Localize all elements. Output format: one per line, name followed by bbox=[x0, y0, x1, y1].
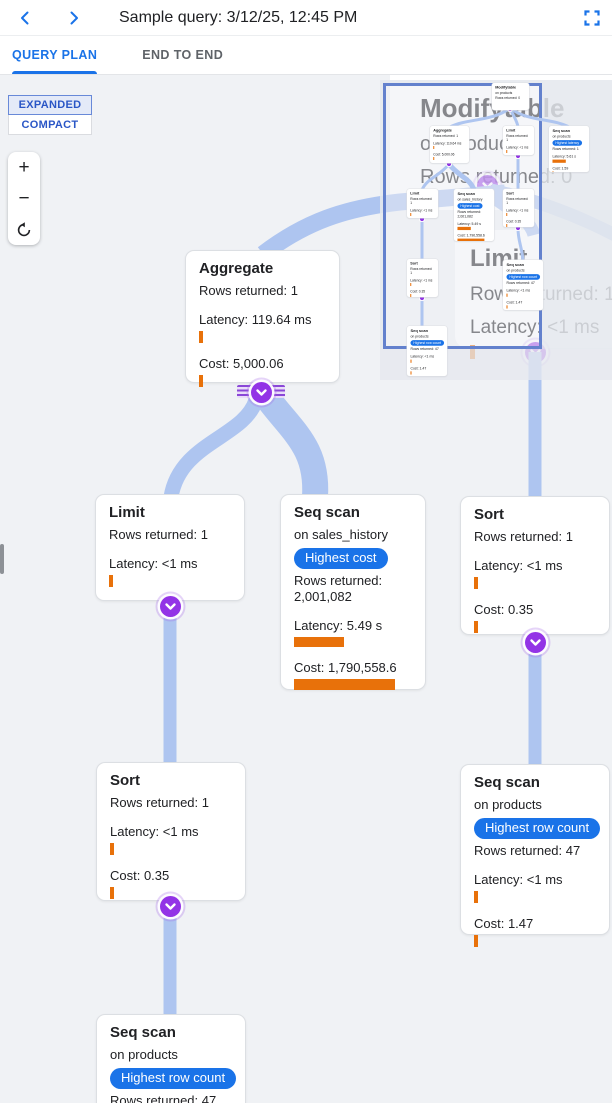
cost-bar bbox=[294, 679, 395, 690]
node-latency: Latency: <1 ms bbox=[109, 556, 198, 571]
node-title: Sort bbox=[110, 772, 140, 789]
node-latency: Latency: <1 ms bbox=[474, 872, 563, 887]
tab-bar: QUERY PLAN END TO END bbox=[0, 36, 612, 75]
latency-bar bbox=[110, 843, 114, 855]
node-rows: Rows returned: 47 bbox=[110, 1093, 217, 1103]
node-rows: Rows returned: 1 bbox=[109, 527, 208, 542]
node-cost: Cost: 1,790,558.6 bbox=[294, 660, 397, 675]
node-table: on sales_history bbox=[294, 527, 388, 542]
node-title: Limit bbox=[109, 504, 145, 521]
collapse-node-icon[interactable] bbox=[525, 632, 546, 653]
latency-bar bbox=[474, 577, 478, 589]
node-latency: Latency: 119.64 ms bbox=[199, 312, 312, 327]
expanded-button[interactable]: EXPANDED bbox=[8, 95, 92, 115]
zoom-controls: + − bbox=[8, 152, 40, 245]
chevron-left-icon bbox=[21, 11, 29, 25]
sample-query-header: Sample query: 3/12/25, 12:45 PM bbox=[0, 0, 612, 36]
node-rows: Rows returned: 47 bbox=[474, 843, 581, 858]
highest-cost-badge: Highest cost bbox=[294, 548, 388, 569]
collapse-node-icon[interactable] bbox=[160, 596, 181, 617]
latency-bar bbox=[109, 575, 113, 587]
node-cost: Cost: 0.35 bbox=[474, 602, 534, 617]
node-cost: Cost: 5,000.06 bbox=[199, 356, 284, 371]
latency-bar bbox=[474, 891, 478, 903]
node-title: Sort bbox=[474, 506, 504, 523]
plan-node-aggregate[interactable]: Aggregate Rows returned: 1 Latency: 119.… bbox=[185, 250, 340, 387]
previous-sample-button[interactable] bbox=[14, 7, 36, 29]
node-rows: Rows returned: 1 bbox=[474, 529, 573, 544]
scrollbar-thumb[interactable] bbox=[0, 544, 4, 574]
node-rows: Rows returned: 1 bbox=[199, 283, 298, 298]
node-title: Seq scan bbox=[110, 1024, 176, 1041]
minimap-mask bbox=[380, 80, 612, 83]
chevron-right-icon bbox=[70, 11, 78, 25]
zoom-in-button[interactable]: + bbox=[18, 157, 30, 178]
node-title: Aggregate bbox=[199, 260, 274, 277]
plan-node-seq-scan-sales-history[interactable]: Seq scan on sales_history Highest cost R… bbox=[280, 494, 426, 690]
highest-row-count-badge: Highest row count bbox=[110, 1068, 237, 1089]
plan-node-sort-right[interactable]: Sort Rows returned: 1 Latency: <1 ms Cos… bbox=[460, 496, 610, 635]
node-rows: Rows returned: 1 bbox=[110, 795, 209, 810]
node-table: on products bbox=[110, 1047, 178, 1062]
plan-node-seq-scan-products-bottom[interactable]: Seq scan on products Highest row count R… bbox=[96, 1014, 246, 1103]
node-title: Seq scan bbox=[474, 774, 540, 791]
node-latency: Latency: 5.49 s bbox=[294, 618, 383, 633]
node-latency: Latency: <1 ms bbox=[110, 824, 199, 839]
zoom-out-button[interactable]: − bbox=[18, 188, 30, 209]
cost-bar bbox=[474, 935, 478, 947]
plan-node-seq-scan-products-right[interactable]: Seq scan on products Highest row count R… bbox=[460, 764, 610, 947]
node-cost: Cost: 1.47 bbox=[474, 916, 534, 931]
tab-end-to-end[interactable]: END TO END bbox=[142, 48, 224, 62]
latency-bar bbox=[199, 331, 203, 343]
tab-query-plan[interactable]: QUERY PLAN bbox=[12, 36, 98, 74]
fullscreen-icon bbox=[584, 10, 600, 26]
node-table: on products bbox=[474, 797, 542, 812]
plan-node-sort-left[interactable]: Sort Rows returned: 1 Latency: <1 ms Cos… bbox=[96, 762, 246, 901]
page-title: Sample query: 3/12/25, 12:45 PM bbox=[119, 9, 358, 26]
node-cost: Cost: 0.35 bbox=[110, 868, 170, 883]
cost-bar bbox=[110, 887, 114, 899]
latency-bar bbox=[294, 637, 344, 647]
next-sample-button[interactable] bbox=[63, 7, 85, 29]
fullscreen-button[interactable] bbox=[581, 7, 603, 29]
compact-button[interactable]: COMPACT bbox=[8, 115, 92, 135]
layout-toggle: EXPANDED COMPACT bbox=[8, 95, 92, 135]
node-rows: Rows returned: 2,001,082 bbox=[294, 573, 383, 604]
node-title: Seq scan bbox=[294, 504, 360, 521]
collapse-node-icon[interactable] bbox=[251, 382, 272, 403]
cost-bar bbox=[474, 621, 478, 633]
plan-node-limit[interactable]: Limit Rows returned: 1 Latency: <1 ms bbox=[95, 494, 245, 601]
rotate-ccw-icon bbox=[17, 221, 31, 236]
highest-row-count-badge: Highest row count bbox=[474, 818, 601, 839]
cost-bar bbox=[199, 375, 203, 387]
reset-view-button[interactable] bbox=[8, 214, 40, 245]
collapse-node-icon[interactable] bbox=[160, 896, 181, 917]
node-latency: Latency: <1 ms bbox=[474, 558, 563, 573]
